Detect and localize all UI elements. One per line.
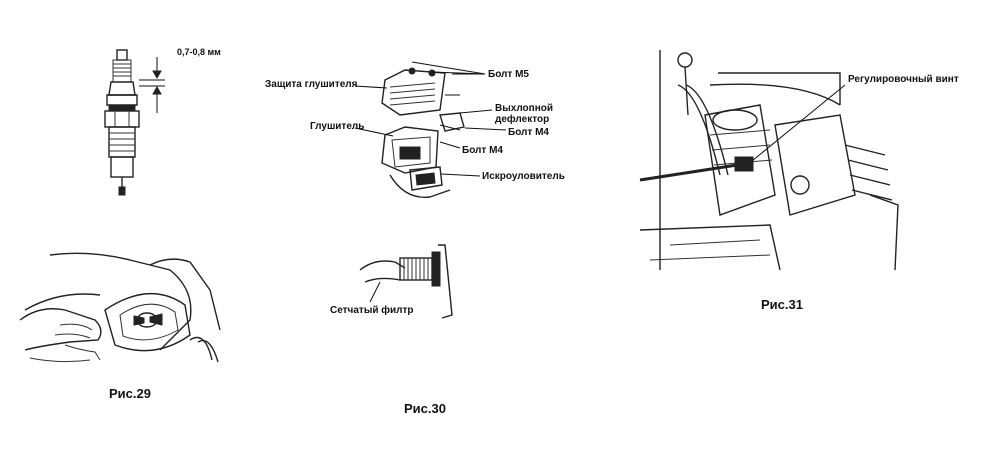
- fig31-caption: Рис.31: [761, 297, 803, 312]
- carburetor-adjust-illustration: [639, 50, 899, 271]
- label-exhaust-deflector-line2: дефлектор: [495, 114, 550, 125]
- label-exhaust-deflector-line1: Выхлопной: [495, 103, 553, 114]
- air-filter-illustration: [19, 252, 221, 363]
- label-bolt-m4-b: Болт М4: [462, 145, 503, 156]
- label-mesh-filter: Сетчатый филтр: [330, 305, 414, 316]
- fig29-caption: Рис.29: [109, 386, 151, 401]
- label-muffler-guard: Защита глушителя: [265, 79, 358, 90]
- label-spark-arrester: Искроуловитель: [482, 171, 565, 182]
- mesh-filter-illustration: [359, 244, 453, 319]
- label-bolt-m5: Болт М5: [488, 69, 529, 80]
- label-adjust-screw: Регулировочный винт: [848, 74, 959, 85]
- fig30-caption: Рис.30: [404, 401, 446, 416]
- muffler-exploded-illustration: [381, 67, 465, 199]
- label-bolt-m4-a: Болт М4: [508, 127, 549, 138]
- gap-label: 0,7-0,8 мм: [177, 47, 221, 57]
- label-muffler: Глушитель: [310, 121, 365, 132]
- spark-plug-illustration: [104, 49, 165, 196]
